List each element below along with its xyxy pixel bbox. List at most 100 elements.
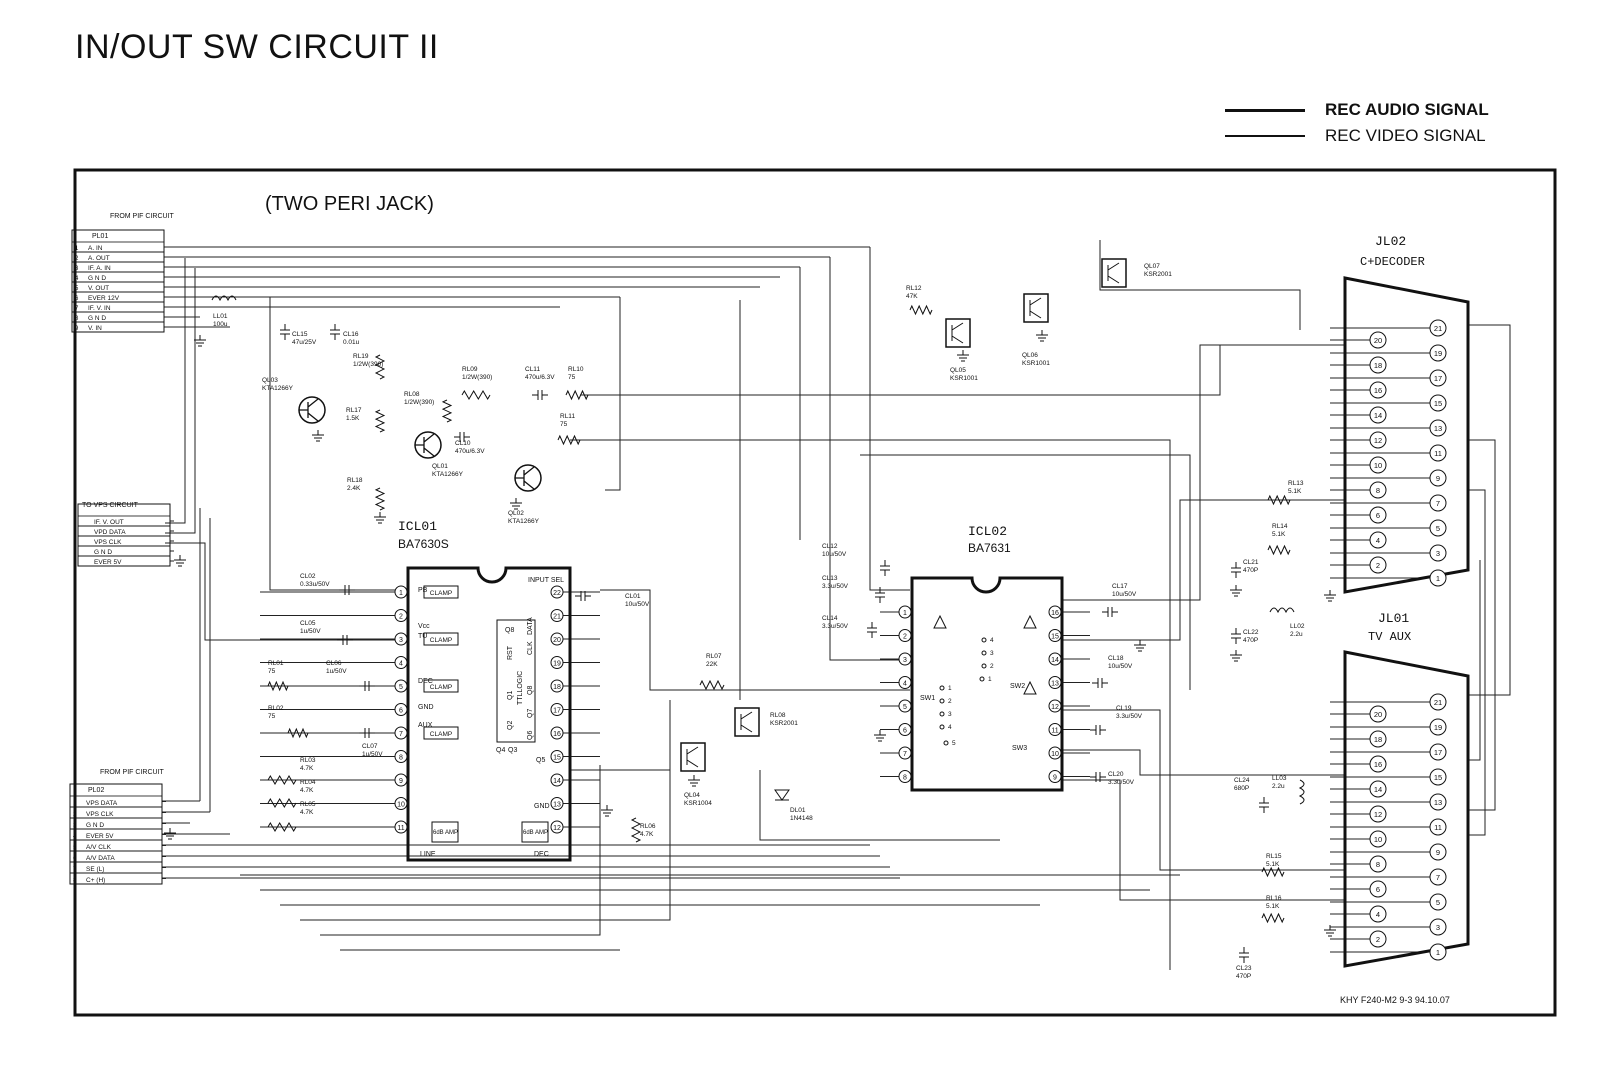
ic02-switch-contact <box>981 650 987 656</box>
wire <box>300 700 671 921</box>
transistor-ql06-leads <box>1029 297 1042 319</box>
resistor-rl10 <box>565 389 589 401</box>
ic02-switch-contact <box>981 637 987 643</box>
transistor-ql04-leads <box>686 746 699 768</box>
ic01-clamp-block <box>423 632 459 646</box>
pl02-pin-number: 3 <box>73 823 77 829</box>
wire <box>320 765 601 936</box>
ic02-pin <box>898 770 912 783</box>
jl02-pin <box>1369 406 1387 424</box>
wire <box>1468 324 1511 696</box>
rl09-value: 1/2W(390) <box>462 374 492 381</box>
resistor-rl07 <box>699 679 725 691</box>
vps-pin-label: VPD DATA <box>94 529 126 536</box>
cap-cl06 <box>359 681 375 691</box>
ic-icl01: ICL01 BA7630S PB Vcc TU DEC GND AUX INPU… <box>394 519 572 862</box>
ic02-pin-number: 3 <box>903 657 907 664</box>
jl01-pin <box>1369 830 1387 848</box>
cl05-ref: CL05 <box>300 620 316 627</box>
rl03-value: 4.7K <box>300 765 314 772</box>
resistor-rl12 <box>909 304 933 316</box>
wire <box>829 257 905 661</box>
cl21-value: 470P <box>1243 567 1258 574</box>
jl02-pin <box>1369 556 1387 574</box>
rl10-value: 75 <box>568 374 576 381</box>
ic01-pin-number: 20 <box>553 637 561 644</box>
cap-cl18 <box>1092 678 1108 688</box>
cl19-ref: CL19 <box>1116 705 1132 712</box>
cap-cl13 <box>875 587 885 603</box>
pl02-pin-label: G N D <box>86 822 104 829</box>
jl01-pin-number: 1 <box>1436 948 1440 957</box>
ic01-q2: Q2 <box>507 721 514 730</box>
jl02-pin-number: 7 <box>1436 499 1440 508</box>
ic01-clamp-label: CLAMP <box>430 637 452 644</box>
ic01-pin <box>394 609 408 622</box>
ic01-q4: Q4 <box>496 747 505 754</box>
jl02-pin-number: 1 <box>1436 574 1440 583</box>
cl06-value: 1u/50V <box>326 668 347 675</box>
ll02-ref: LL02 <box>1290 623 1305 630</box>
cl18-value: 10u/50V <box>1108 663 1133 670</box>
rl12-ref: RL12 <box>906 285 922 292</box>
wire <box>1062 499 1345 641</box>
vps-pin-label: IF. V. OUT <box>94 519 124 526</box>
wiring <box>162 240 1511 970</box>
ql01-value: KTA1266Y <box>432 471 464 478</box>
jl01-pin <box>1429 743 1447 761</box>
ic02-pin-number: 13 <box>1051 681 1059 688</box>
rl09-ref: RL09 <box>462 366 478 373</box>
jl02-pin-number: 19 <box>1434 349 1442 358</box>
ground-symbol <box>1134 640 1146 652</box>
ic01-pin-number: 19 <box>553 661 561 668</box>
ic02-pin-number: 8 <box>903 775 907 782</box>
pl01-box <box>71 229 165 333</box>
ll03-ref: LL03 <box>1272 775 1287 782</box>
pl02-pin-label: A/V DATA <box>86 855 115 862</box>
transistor-ql07-leads <box>1107 262 1120 284</box>
jl01-pin <box>1429 918 1447 936</box>
schematic-frame <box>73 168 1557 1017</box>
pl01-pin-number: 5 <box>75 286 79 292</box>
jl01-pin <box>1429 818 1447 836</box>
pl02-pin-row <box>69 839 163 852</box>
jack-jl02: JL02 C+DECODER 2018161412108642211917151… <box>1343 234 1470 594</box>
ic01-pin <box>394 820 408 834</box>
cl14-ref: CL14 <box>822 615 838 622</box>
wire <box>165 542 408 641</box>
jl01-pin-number: 10 <box>1374 835 1382 844</box>
dl01-ref: DL01 <box>790 807 806 814</box>
ic01-q8-2: Q8 <box>527 686 534 695</box>
ic02-switch-contact <box>981 663 987 669</box>
jl01-pin <box>1369 780 1387 798</box>
ic02-buffer <box>1023 614 1037 629</box>
ic02-buffer <box>1023 680 1037 695</box>
ic01-amp1 <box>431 821 459 843</box>
wire <box>600 589 910 691</box>
ic01-pin-number: 22 <box>553 590 561 597</box>
ic01-clamp-label: CLAMP <box>430 731 452 738</box>
ic01-part: BA7630S <box>398 537 449 551</box>
ic02-switch-contact <box>939 685 945 691</box>
ic02-pin <box>1048 605 1062 619</box>
vps-pin-row <box>77 515 171 527</box>
ic01-pin <box>550 656 564 669</box>
jl02-pin <box>1369 331 1387 349</box>
wire <box>269 297 408 591</box>
cl21-ref: CL21 <box>1243 559 1259 566</box>
vps-pin-label: G N D <box>94 549 112 556</box>
ic01-pin <box>550 679 564 693</box>
pl01-pin-label: IF. V. IN <box>88 305 111 312</box>
cl18-ref: CL18 <box>1108 655 1124 662</box>
jl01-pin-number: 17 <box>1434 748 1442 757</box>
ic02-pin-number: 7 <box>903 751 907 758</box>
jl01-pin <box>1369 905 1387 923</box>
cl13-ref: CL13 <box>822 575 838 582</box>
resistor-rl09 <box>461 390 491 400</box>
cl19-value: 3.3u/50V <box>1116 713 1143 720</box>
cl17-ref: CL17 <box>1112 583 1128 590</box>
pl01-pin-number: 9 <box>75 326 79 332</box>
jl02-pin <box>1429 344 1447 362</box>
ic02-pin-number: 4 <box>903 681 907 688</box>
pl02-pin-number: 6 <box>73 856 77 862</box>
